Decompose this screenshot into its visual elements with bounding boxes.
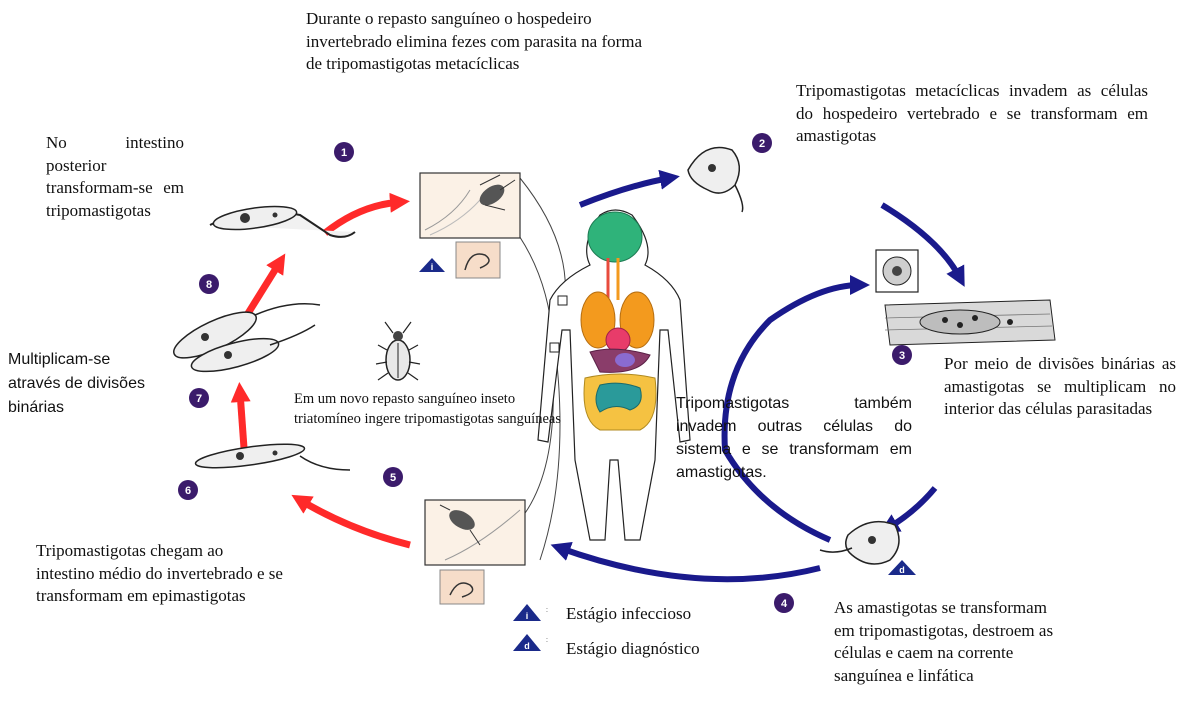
svg-text:5: 5 <box>390 472 396 484</box>
caption-step-4: As amastigotas se transformam em tripoma… <box>834 597 1064 687</box>
step-badge-7: 7 <box>189 388 209 408</box>
amastigote-tissue-3 <box>876 250 1055 345</box>
step-badge-6: 6 <box>178 480 198 500</box>
caption-step-2: Tripomastigotas metacíclicas invadem as … <box>796 80 1148 148</box>
infective-stage-marker: i <box>419 258 445 272</box>
svg-text:7: 7 <box>196 393 202 405</box>
svg-text:8: 8 <box>206 279 212 291</box>
caption-center: Tripomastigotas também invadem outras cé… <box>676 392 912 484</box>
svg-text:3: 3 <box>899 350 905 362</box>
step-badge-5: 5 <box>383 467 403 487</box>
svg-text:i: i <box>431 262 434 272</box>
caption-step-1: Durante o repasto sanguíneo o hospedeiro… <box>306 8 646 76</box>
human-body-figure <box>538 210 690 540</box>
step-badge-8: 8 <box>199 274 219 294</box>
trypomastigote-form-8 <box>210 202 355 237</box>
svg-text:1: 1 <box>341 147 347 159</box>
step-badge-3: 3 <box>892 345 912 365</box>
blue-arrow-1-to-2 <box>580 178 670 205</box>
blue-arrow-4-to-5 <box>560 548 820 579</box>
legend-infective-icon: i : <box>513 604 548 621</box>
caption-step-7: Multiplicam-se através de divisões binár… <box>8 348 148 420</box>
caption-step-6: Tripomastigotas chegam ao intestino médi… <box>36 540 286 608</box>
step-badge-1: 1 <box>334 142 354 162</box>
red-arrow-7-to-8 <box>247 262 280 315</box>
svg-text::: : <box>546 607 548 614</box>
caption-step-3: Por meio de divisões binárias as amastig… <box>944 353 1176 421</box>
bug-bite-vignette-bottom <box>425 500 525 604</box>
diagnostic-stage-marker: d <box>888 560 916 575</box>
trypomastigote-form-6 <box>194 439 350 472</box>
svg-text:6: 6 <box>185 485 191 497</box>
triatomine-bug-icon <box>376 322 420 380</box>
step-badge-2: 2 <box>752 133 772 153</box>
epimastigote-forms-7 <box>168 303 320 378</box>
blue-arrow-3-to-4 <box>888 488 935 528</box>
bloodstream-trypomastigote-4 <box>820 522 899 564</box>
svg-text:d: d <box>524 641 530 651</box>
red-arrow-5-to-6 <box>300 500 410 545</box>
svg-text:2: 2 <box>759 138 765 150</box>
legend-infective-label: Estágio infeccioso <box>566 603 786 626</box>
svg-text:i: i <box>526 611 529 621</box>
caption-step-8: No intestino posterior transformam-se em… <box>46 132 184 222</box>
svg-text::: : <box>546 637 548 644</box>
legend-diagnostic-icon: d : <box>513 634 548 651</box>
red-arrow-8-to-1 <box>325 202 400 233</box>
caption-step-5: Em um novo repasto sanguíneo inseto tria… <box>294 390 569 429</box>
legend-diagnostic-label: Estágio diagnóstico <box>566 638 786 661</box>
metacyclic-trypomastigote-2 <box>688 148 743 213</box>
svg-text:d: d <box>899 565 905 575</box>
